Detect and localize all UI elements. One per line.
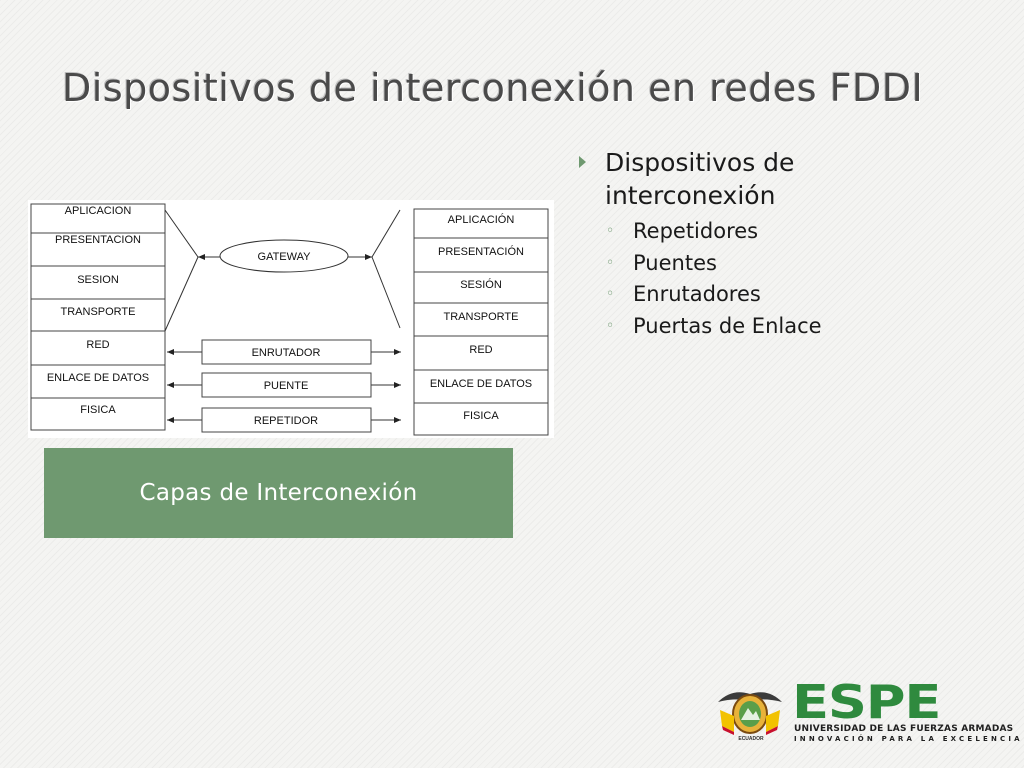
right-layer-label: PRESENTACIÓN: [438, 245, 524, 258]
sub-bullet-item: ◦ Repetidores: [578, 216, 998, 248]
right-layer-label: APLICACIÓN: [448, 213, 515, 226]
bullet-list: Dispositivos de interconexión ◦ Repetidor…: [578, 146, 998, 342]
gateway-line-right-top: [371, 209, 401, 258]
sub-bullet-item: ◦ Puertas de Enlace: [578, 311, 998, 343]
right-layer-aplicacion: [413, 208, 549, 239]
sub-bullet-list: ◦ Repetidores ◦ Puentes ◦ Enrutadores ◦ Puer…: [578, 216, 998, 342]
right-osi-stack: APLICACIÓN PRESENTACIÓN SESIÓN TRANSPORT…: [413, 208, 549, 436]
flags-right-icon-red: [766, 726, 778, 735]
left-layer-label: SESION: [77, 274, 119, 286]
left-layer-label: TRANSPORTE: [61, 306, 136, 318]
left-layer-label: FISICA: [80, 404, 116, 416]
sub-bullet-text: Enrutadores: [633, 282, 761, 306]
ring-bullet-icon: ◦: [606, 254, 615, 271]
logo-wordmark: ESPE: [792, 675, 942, 729]
device-boxes: ENRUTADOR PUENTE REPETIDOR: [167, 339, 401, 433]
right-layer-label: TRANSPORTE: [444, 311, 519, 323]
main-bullet-line-1: Dispositivos de: [605, 148, 795, 177]
right-layer-label: ENLACE DE DATOS: [430, 378, 532, 390]
left-layer-fisica: [30, 397, 166, 431]
gateway-line-right-bottom: [371, 256, 401, 329]
bridge-label: PUENTE: [264, 380, 309, 392]
sub-bullet-text: Puertas de Enlace: [633, 313, 822, 338]
right-layer-fisica: [413, 402, 549, 436]
coat-of-arms-icon: [718, 692, 782, 735]
sub-bullet-item: ◦ Puentes: [578, 248, 998, 280]
repeater-label: REPETIDOR: [254, 415, 318, 427]
right-layer-label: FISICA: [463, 410, 499, 422]
ring-bullet-icon: ◦: [606, 317, 615, 334]
logo-university-name: UNIVERSIDAD DE LAS FUERZAS ARMADAS: [794, 724, 1014, 734]
repeater-box: [201, 407, 372, 433]
gateway-line-left-bottom: [164, 256, 199, 332]
left-layer-sesion: [30, 265, 166, 300]
left-layer-enlace: [30, 364, 166, 399]
flags-right-icon: [766, 710, 780, 732]
left-layer-label: ENLACE DE DATOS: [47, 372, 149, 384]
left-layer-red: [30, 330, 166, 366]
espe-logo: ECUADOR ESPE UNIVERSIDAD DE LAS FUERZAS …: [712, 675, 1020, 746]
diagram-caption: Capas de Interconexión: [44, 448, 513, 538]
router-label: ENRUTADOR: [252, 347, 321, 359]
right-layer-transporte: [413, 302, 549, 337]
left-layer-label: PRESENTACION: [55, 234, 141, 246]
left-layer-label: APLICACION: [65, 205, 132, 217]
ring-bullet-icon: ◦: [606, 223, 615, 239]
gateway-label: GATEWAY: [258, 251, 312, 263]
ring-bullet-icon: ◦: [606, 286, 615, 302]
left-osi-stack: APLICACION PRESENTACION SESION TRANSPORT…: [30, 203, 166, 431]
right-layer-red: [413, 335, 549, 371]
slide-title: Dispositivos de interconexión en redes F…: [62, 66, 924, 110]
flags-left-icon-red: [722, 726, 734, 735]
right-layer-enlace: [413, 369, 549, 404]
flags-left-icon: [720, 710, 734, 732]
sub-bullet-text: Puentes: [633, 250, 717, 275]
right-layer-label: SESIÓN: [460, 278, 502, 291]
gateway-connectors: [164, 209, 401, 332]
left-layer-presentacion: [30, 232, 166, 267]
sub-bullet-item: ◦ Enrutadores: [578, 279, 998, 311]
triangle-bullet-icon: [579, 156, 586, 168]
left-layer-label: RED: [86, 339, 109, 351]
main-bullet: Dispositivos de interconexión: [578, 146, 998, 212]
router-box: [201, 339, 372, 365]
main-bullet-line-2: interconexión: [605, 181, 776, 210]
logo-motto: INNOVACIÓN PARA LA EXCELENCIA: [794, 735, 1023, 743]
right-layer-sesion: [413, 271, 549, 304]
sub-bullet-text: Repetidores: [633, 219, 759, 243]
gateway-line-left-top: [164, 209, 199, 258]
seal-text: ECUADOR: [738, 736, 764, 742]
gateway-ellipse: [219, 239, 349, 273]
bridge-box: [201, 372, 372, 398]
right-layer-label: RED: [469, 344, 492, 356]
mountain-icon: [741, 708, 760, 720]
left-layer-transporte: [30, 298, 166, 332]
